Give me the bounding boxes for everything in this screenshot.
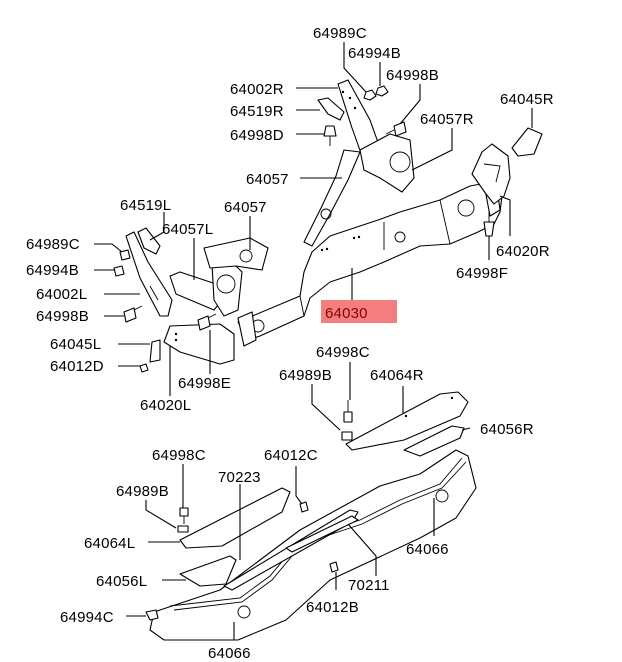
label-64519L[interactable]: 64519L — [120, 197, 171, 214]
label-64030[interactable]: 64030 — [325, 305, 368, 322]
label-64989B-right[interactable]: 64989B — [279, 367, 332, 384]
bracket-64056R-part[interactable] — [403, 425, 465, 457]
label-64064R[interactable]: 64064R — [370, 367, 424, 384]
label-64002R[interactable]: 64002R — [230, 81, 284, 98]
bolt-64998C-right-part[interactable] — [343, 400, 353, 423]
bumper-64066-part[interactable] — [149, 449, 477, 641]
bumper-end-64020R-part[interactable] — [471, 143, 511, 205]
bumper-end-64020L-part[interactable] — [163, 323, 235, 365]
bracket-64064R-part[interactable] — [345, 391, 469, 451]
label-64998C-left[interactable]: 64998C — [152, 447, 206, 464]
bolt-64998C-left-part[interactable] — [179, 507, 189, 524]
bolt-64998F-part[interactable] — [483, 212, 495, 237]
highlight-box-64030 — [321, 300, 397, 323]
nut-64994C-part[interactable] — [145, 609, 159, 621]
label-64989C-top[interactable]: 64989C — [313, 25, 367, 42]
label-64056R[interactable]: 64056R — [480, 421, 534, 438]
clip-64012B-part[interactable] — [329, 561, 339, 573]
leader-lines — [94, 42, 533, 640]
label-64994B-left[interactable]: 64994B — [26, 262, 79, 279]
nut-64989B-left-part[interactable] — [177, 525, 189, 533]
bracket-64519R-part[interactable] — [317, 97, 345, 121]
label-64994C[interactable]: 64994C — [60, 609, 114, 626]
label-64012D[interactable]: 64012D — [50, 358, 104, 375]
label-64989C-left[interactable]: 64989C — [26, 236, 80, 253]
nut-64989C-left-part[interactable] — [119, 249, 131, 261]
label-64998F[interactable]: 64998F — [456, 265, 508, 282]
label-64057L[interactable]: 64057L — [162, 221, 213, 238]
label-64057-upper[interactable]: 64057 — [246, 171, 289, 188]
label-64012C[interactable]: 64012C — [264, 447, 318, 464]
nut-64989C-top-part[interactable] — [363, 89, 377, 101]
label-64519R[interactable]: 64519R — [230, 103, 284, 120]
label-70211[interactable]: 70211 — [348, 577, 390, 594]
bracket-64057-lower-part[interactable] — [203, 237, 269, 271]
bracket-64057R-part[interactable] — [359, 133, 415, 193]
clip-64012C-part[interactable] — [299, 501, 309, 513]
label-64066-bottom[interactable]: 64066 — [208, 645, 251, 662]
filler-64045L-part[interactable] — [149, 339, 161, 363]
label-64064L[interactable]: 64064L — [84, 535, 135, 552]
bolt-64998B-top-part[interactable] — [385, 121, 407, 137]
nut-64994B-left-part[interactable] — [113, 265, 125, 277]
label-64998B-left[interactable]: 64998B — [36, 308, 89, 325]
label-64066-right[interactable]: 64066 — [406, 541, 449, 558]
bracket-64064L-part[interactable] — [179, 487, 291, 549]
bolt-64998D-part[interactable] — [323, 125, 337, 146]
bracket-64057L-part[interactable] — [169, 255, 243, 317]
filler-64045R-part[interactable] — [511, 127, 543, 157]
label-64012B[interactable]: 64012B — [306, 599, 359, 616]
label-64020L[interactable]: 64020L — [140, 397, 191, 414]
label-64045R[interactable]: 64045R — [500, 91, 554, 108]
label-64994B-top[interactable]: 64994B — [348, 45, 401, 62]
label-64057R[interactable]: 64057R — [420, 111, 474, 128]
label-64045L[interactable]: 64045L — [50, 336, 101, 353]
bracket-64519L-part[interactable] — [137, 227, 161, 255]
bolt-64998E-part[interactable] — [197, 313, 217, 331]
bolt-64998B-left-part[interactable] — [123, 305, 143, 323]
label-70223[interactable]: 70223 — [218, 469, 261, 486]
label-64020R[interactable]: 64020R — [496, 243, 550, 260]
nut-64994B-top-part[interactable] — [375, 85, 389, 97]
bracket-64057-upper-part[interactable] — [303, 149, 361, 247]
label-64998B-top[interactable]: 64998B — [386, 67, 439, 84]
label-64998D[interactable]: 64998D — [230, 127, 284, 144]
label-64989B-left[interactable]: 64989B — [116, 483, 169, 500]
label-64056L[interactable]: 64056L — [96, 573, 147, 590]
label-64057-lower[interactable]: 64057 — [224, 199, 267, 216]
bracket-64002L-part[interactable] — [125, 231, 173, 317]
molding-70211-part[interactable] — [285, 515, 359, 553]
nut-64989B-right-part[interactable] — [341, 431, 353, 441]
part-labels: 64989C 64994B 64998B 64002R 64519R 64998… — [26, 25, 554, 662]
label-64002L[interactable]: 64002L — [36, 286, 87, 303]
bracket-64056L-part[interactable] — [179, 555, 237, 587]
label-64998C-right[interactable]: 64998C — [316, 344, 370, 361]
clip-64012D-part[interactable] — [139, 363, 149, 373]
label-64998E[interactable]: 64998E — [178, 375, 231, 392]
